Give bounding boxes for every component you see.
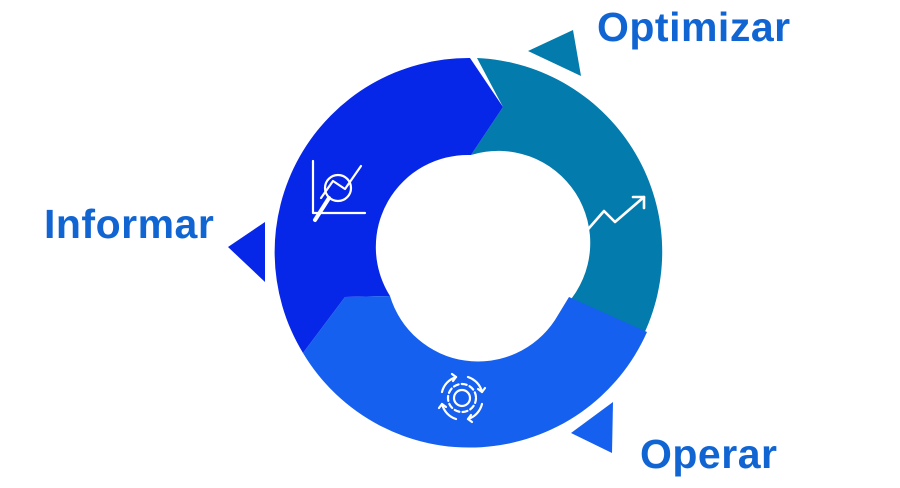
operar-label: Operar xyxy=(640,431,778,477)
operar-pointer xyxy=(571,402,613,453)
optimizar-segment xyxy=(471,58,663,340)
optimizar-pointer xyxy=(528,30,581,76)
optimizar-label: Optimizar xyxy=(597,4,791,50)
operar-segment xyxy=(303,296,647,448)
gear-cycle-icon xyxy=(437,372,487,424)
informar-label: Informar xyxy=(44,201,215,247)
inner-ring xyxy=(386,161,552,327)
informar-pointer xyxy=(228,222,265,282)
informar-segment xyxy=(274,57,503,353)
chart-magnifier-icon xyxy=(311,159,367,222)
trend-up-arrow-icon xyxy=(581,195,646,237)
